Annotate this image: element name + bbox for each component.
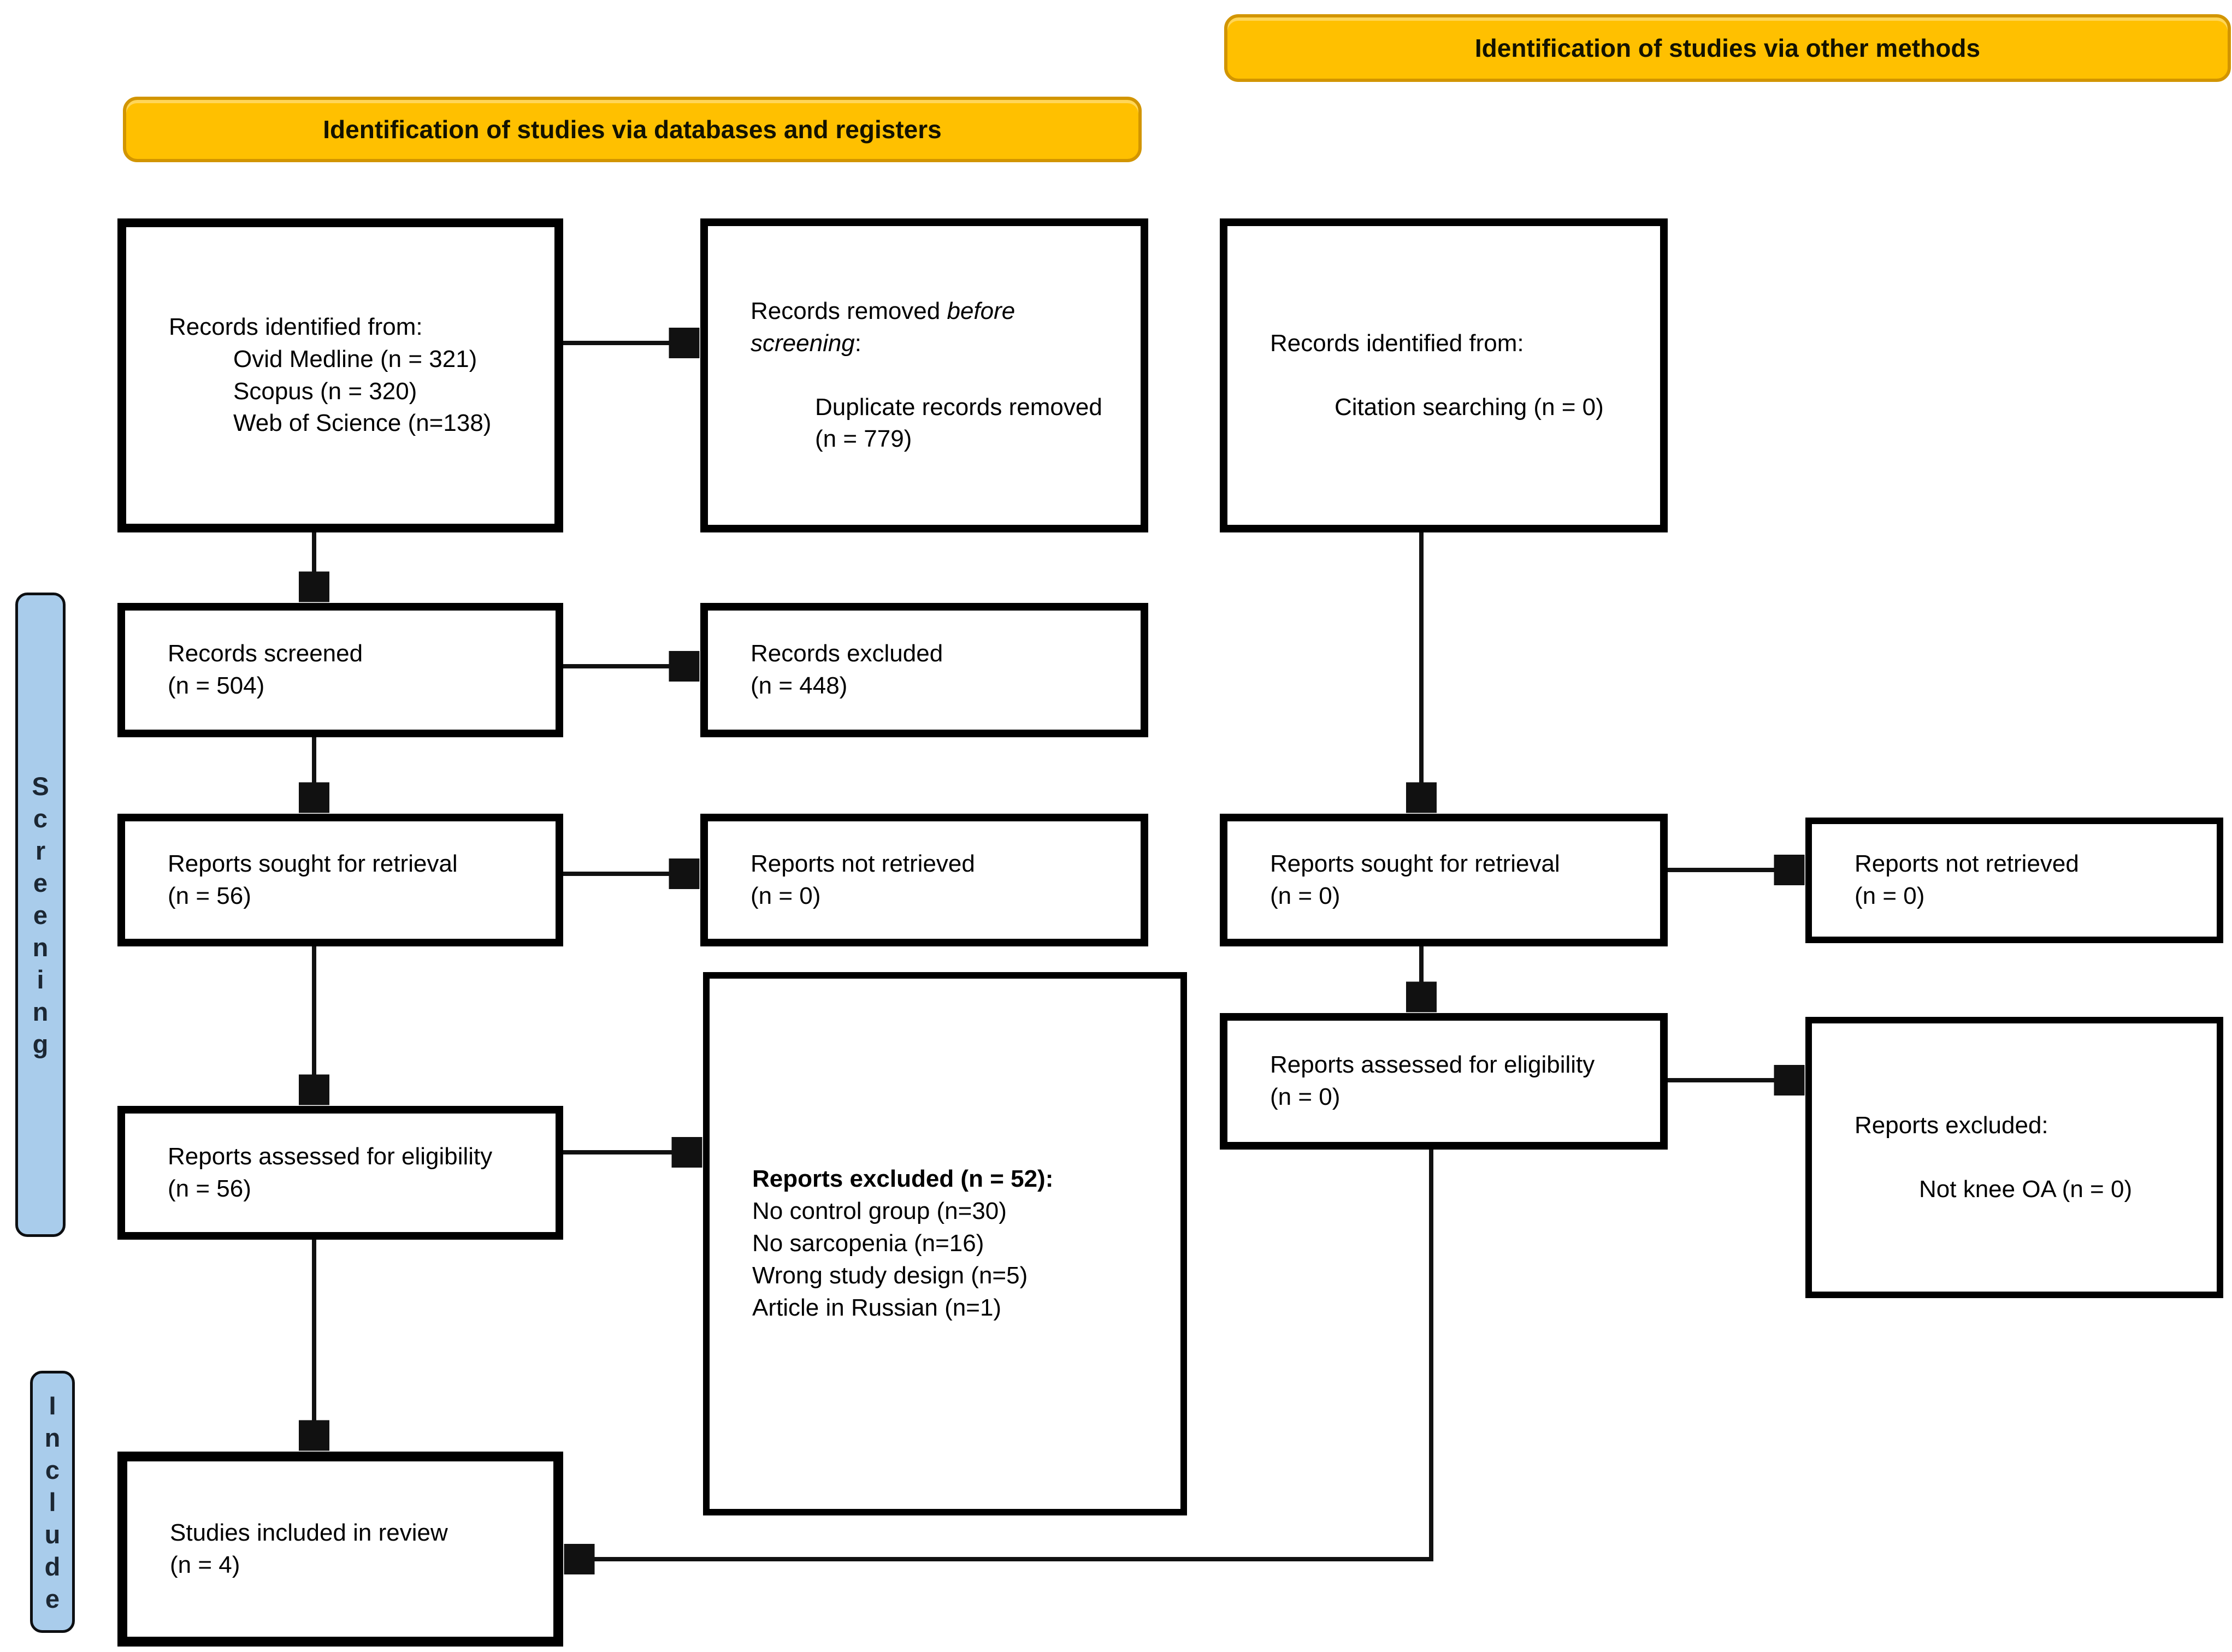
vertical-letter: u [44,1519,61,1549]
box-line: (n = 779) [815,425,912,453]
box-label: Studies included in review [170,1519,448,1546]
box-count: (n = 0) [751,882,821,909]
box-label: Reports sought for retrieval [168,850,458,877]
box-line: Citation searching (n = 0) [1335,393,1604,421]
box-reports-excluded-other: Reports excluded: Not knee OA (n = 0) [1805,1017,2223,1298]
vertical-letter: n [32,997,49,1026]
box-label: Reports assessed for eligibility [168,1142,493,1170]
box-title: Reports excluded (n = 52): [752,1165,1054,1193]
box-line: No control group (n=30) [752,1198,1007,1225]
box-line: Article in Russian (n=1) [752,1294,1002,1321]
box-reports-sought-other: Reports sought for retrieval (n = 0) [1220,814,1668,946]
vertical-letter: c [45,1455,60,1484]
vertical-letter: c [33,803,48,833]
box-count: (n = 56) [168,1175,251,1202]
box-title-line2: screening: [751,328,1119,360]
box-line: Not knee OA (n = 0) [1919,1175,2133,1203]
text-segment: : [854,329,862,357]
box-line: Web of Science (n=138) [233,410,492,437]
box-records-identified-databases: Records identified from: Ovid Medline (n… [117,218,563,532]
box-records-identified-other: Records identified from: Citation search… [1220,218,1668,532]
box-title: Records identified from: [1270,329,1524,357]
box-reports-excluded-reasons: Reports excluded (n = 52): No control gr… [703,972,1187,1515]
vertical-letter: g [32,1029,49,1058]
box-label: Records excluded [751,640,943,667]
box-label: Reports not retrieved [751,850,975,877]
box-count: (n = 0) [1855,883,1925,909]
box-label: Reports not retrieved [1855,850,2079,878]
box-title: Records identified from: [169,313,423,340]
vertical-letter: n [44,1423,61,1452]
vertical-letter: l [49,1487,56,1517]
box-count: (n = 0) [1270,882,1341,909]
box-reports-assessed-databases: Reports assessed for eligibility (n = 56… [117,1106,563,1240]
box-reports-not-retrieved-databases: Reports not retrieved (n = 0) [700,814,1148,946]
vertical-letter: I [49,1390,56,1420]
box-count: (n = 504) [168,672,265,699]
vertical-letter: r [35,836,46,865]
box-records-removed-before-screening: Records removed before screening: Duplic… [700,218,1148,532]
box-records-screened: Records screened (n = 504) [117,603,563,737]
box-studies-included: Studies included in review (n = 4) [117,1452,563,1647]
vertical-letter: d [44,1552,61,1581]
box-records-excluded: Records excluded (n = 448) [700,603,1148,737]
box-reports-sought-databases: Reports sought for retrieval (n = 56) [117,814,563,946]
box-reports-assessed-other: Reports assessed for eligibility (n = 0) [1220,1013,1668,1150]
box-line: Scopus (n = 320) [233,377,417,405]
vertical-letter: e [33,868,48,897]
text-segment-italic: before [947,297,1015,324]
text-segment-italic: screening [751,329,855,357]
box-line: Ovid Medline (n = 321) [233,345,477,372]
vertical-letter: S [32,771,49,801]
vertical-letter: n [32,932,49,962]
box-line: Wrong study design (n=5) [752,1262,1028,1289]
box-label: Reports assessed for eligibility [1270,1051,1595,1079]
text-segment: Records removed [751,297,947,324]
box-line: Duplicate records removed [815,393,1102,421]
vertical-letter: i [37,964,44,994]
vertical-letter: e [45,1584,60,1613]
banner-databases-registers: Identification of studies via databases … [123,97,1142,162]
box-count: (n = 56) [168,882,251,909]
box-count: (n = 0) [1270,1083,1341,1110]
box-label: Records screened [168,640,363,667]
box-line: No sarcopenia (n=16) [752,1230,984,1257]
box-count: (n = 448) [751,672,848,699]
box-title: Reports excluded: [1855,1111,2048,1139]
box-label: Reports sought for retrieval [1270,850,1560,877]
vertical-letter: e [33,900,48,929]
box-count: (n = 4) [170,1551,240,1578]
box-reports-not-retrieved-other: Reports not retrieved (n = 0) [1805,818,2223,943]
banner-other-methods: Identification of studies via other meth… [1224,14,2231,82]
box-title: Records removed before [751,295,1119,328]
